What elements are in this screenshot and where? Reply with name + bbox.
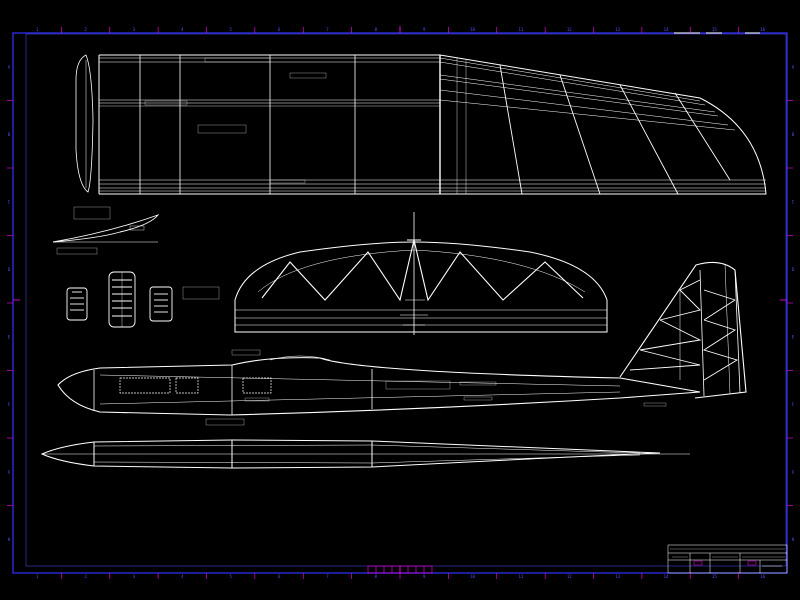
frame-zone-label: 16 (760, 27, 765, 32)
frame-zone-label: 14 (664, 27, 669, 32)
frame-zone-label: 6 (278, 574, 281, 579)
frame-zone-label: 5 (229, 574, 232, 579)
frame-zone-label: B (792, 132, 795, 137)
frame-zone-label: G (792, 469, 795, 474)
frame-zone-label: 5 (229, 27, 232, 32)
frame-zone-label: 15 (712, 574, 717, 579)
wing-notes (144, 57, 327, 184)
frame-zone-label: 2 (84, 574, 87, 579)
frame-zone-label: 8 (375, 574, 378, 579)
frame-zone-label: 12 (567, 574, 572, 579)
title-block (667, 544, 788, 574)
frame-zone-label: 11 (519, 27, 524, 32)
frame-zone-label: 2 (84, 27, 87, 32)
frame-zone-label: B (8, 132, 11, 137)
frame-zone-label: C (8, 199, 11, 204)
frame-zone-label: 8 (375, 27, 378, 32)
frame-zone-label: E (8, 334, 11, 339)
frame-zone-label: 1 (36, 574, 39, 579)
frame-zone-label: 9 (423, 27, 426, 32)
frame-zone-label: 13 (615, 27, 620, 32)
frame-zone-label: 16 (760, 574, 765, 579)
frame-zone-label: H (8, 537, 11, 542)
frame-zone-label: 9 (423, 574, 426, 579)
frame-zone-label: 6 (278, 27, 281, 32)
frame-zone-label: 7 (326, 574, 329, 579)
frame-zone-label: 1 (36, 27, 39, 32)
frame-zone-label: 12 (567, 27, 572, 32)
rib-sections (66, 271, 220, 328)
frame-zone-label: F (792, 402, 795, 407)
frame-zone-label: 14 (664, 574, 669, 579)
frame-zone-label: F (8, 402, 11, 407)
frame-zone-label: D (8, 267, 11, 272)
stabilizer-plan-view (234, 212, 608, 335)
fuselage-top-view (40, 418, 690, 469)
frame-zone-label: 4 (181, 574, 184, 579)
frame-zone-label: 4 (181, 27, 184, 32)
frame-zone-label: 10 (470, 27, 475, 32)
wing-plan-view (75, 54, 767, 195)
frame-zone-label: 13 (615, 574, 620, 579)
frame-zone-markers: 1122334455667788991010111112121313141415… (8, 27, 795, 579)
frame-zone-label: H (792, 537, 795, 542)
frame-zone-label: D (792, 267, 795, 272)
frame-zone-label: A (792, 64, 795, 69)
fuselage-side-view (57, 349, 701, 416)
frame-zone-label: A (8, 64, 11, 69)
frame-zone-label: 11 (519, 574, 524, 579)
frame-zone-label: E (792, 334, 795, 339)
frame-zone-label: 3 (133, 574, 136, 579)
frame-zone-label: G (8, 469, 11, 474)
frame-zone-label: C (792, 199, 795, 204)
frame-zone-label: 15 (712, 27, 717, 32)
airfoil-section-detail (52, 206, 160, 255)
vertical-fin (619, 261, 747, 407)
frame-zone-label: 3 (133, 27, 136, 32)
frame-zone-label: 7 (326, 27, 329, 32)
frame-zone-label: 10 (470, 574, 475, 579)
bottom-scale-bar (367, 565, 433, 574)
